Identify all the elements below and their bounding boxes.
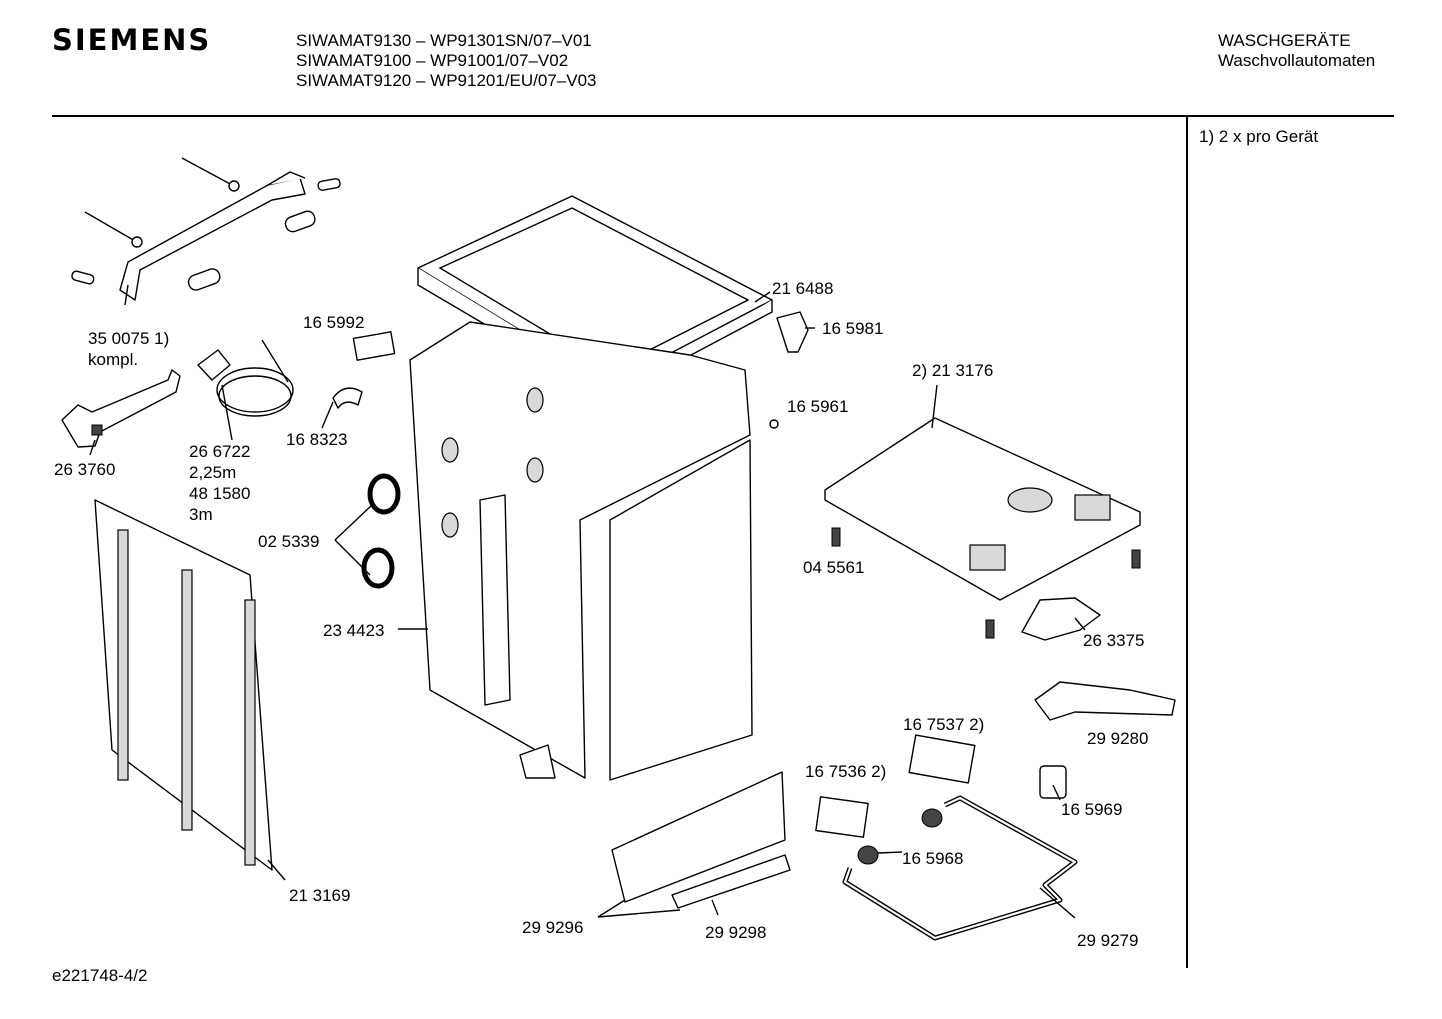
category-title: WASCHGERÄTE [1218, 31, 1351, 50]
transport-bracket-part [71, 157, 341, 301]
ring-seals-part [361, 473, 401, 589]
part-label-299296: 29 9296 [522, 917, 583, 938]
knob-part [857, 845, 879, 865]
part-note: 2,25m [189, 463, 237, 482]
part-number: 26 3375 [1083, 631, 1145, 650]
part-label-165968: 16 5968 [902, 848, 963, 869]
part-number: 21 6488 [772, 279, 834, 298]
leader-lines [89, 284, 1086, 919]
switch-part [815, 796, 869, 838]
part-label-165961: 16 5961 [787, 396, 848, 417]
part-number: 26 3760 [54, 460, 116, 479]
part-number: 23 4423 [323, 621, 385, 640]
part-label-299280: 29 9280 [1087, 728, 1148, 749]
drawing-id: e221748-4/2 [52, 966, 148, 985]
part-number: 16 5992 [303, 313, 365, 332]
part-number: 04 5561 [803, 558, 865, 577]
part-number: 16 5961 [787, 397, 849, 416]
part-number: 35 0075 1) [88, 329, 170, 348]
part-number: 2) 21 3176 [912, 361, 994, 380]
pump-holder-part [1021, 597, 1101, 641]
washer-part [769, 419, 779, 429]
part-label-167537: 16 7537 2) [903, 714, 984, 735]
part-label-167536: 16 7536 2) [805, 761, 886, 782]
model-list: SIWAMAT9130 – WP91301SN/07–V01 SIWAMAT91… [296, 31, 597, 91]
part-label-025339: 02 5339 [258, 531, 319, 552]
category-subtitle: Waschvollautomaten [1218, 51, 1376, 70]
clip-part [332, 387, 363, 409]
model-line: SIWAMAT9100 – WP91001/07–V02 [296, 51, 569, 70]
part-label-165981: 16 5981 [822, 318, 883, 339]
part-note: kompl. [88, 350, 139, 369]
model-line: SIWAMAT9120 – WP91201/EU/07–V03 [296, 71, 597, 90]
notes-divider [1186, 116, 1188, 968]
part-label-234423: 23 4423 [323, 620, 384, 641]
part-number: 26 6722 [189, 442, 251, 461]
brand-logo: SIEMENS [52, 23, 212, 57]
part-label-213176: 2) 21 3176 [912, 360, 993, 381]
knob-part [921, 808, 943, 828]
part-number: 16 5968 [902, 849, 964, 868]
cabinet-frame-part [409, 321, 753, 781]
sensor-part [1039, 765, 1067, 799]
part-number: 16 5981 [822, 319, 884, 338]
part-label-299279: 29 9279 [1077, 930, 1138, 951]
part-number: 16 5969 [1061, 800, 1123, 819]
switch-part [908, 734, 976, 784]
footnote: 1) 2 x pro Gerät [1199, 127, 1319, 146]
part-number: 21 3169 [289, 886, 351, 905]
part-number: 16 7537 2) [903, 715, 985, 734]
small-bracket-part [519, 744, 556, 779]
part-number: 16 8323 [286, 430, 348, 449]
control-panel-part [611, 771, 791, 909]
header-divider [52, 115, 1394, 117]
part-label-168323: 16 8323 [286, 429, 347, 450]
part-label-263760: 26 3760 [54, 459, 115, 480]
part-number: 29 9279 [1077, 931, 1139, 950]
part-label-216488: 21 6488 [772, 278, 833, 299]
part-label-263375: 26 3375 [1083, 630, 1144, 651]
part-number: 48 1580 [189, 484, 251, 503]
part-number: 29 9280 [1087, 729, 1149, 748]
spanner-part [61, 369, 181, 448]
side-panel-part [94, 499, 273, 871]
category-block: WASCHGERÄTE Waschvollautomaten [1218, 31, 1375, 71]
power-cable-part [197, 339, 294, 417]
base-plate-part [824, 417, 1141, 601]
part-number: 02 5339 [258, 532, 320, 551]
part-number: 29 9296 [522, 918, 584, 937]
model-line: SIWAMAT9130 – WP91301SN/07–V01 [296, 31, 592, 50]
part-label-266722: 26 6722 2,25m 48 1580 3m [189, 441, 250, 525]
part-label-213169: 21 3169 [289, 885, 350, 906]
part-label-350075: 35 0075 1) kompl. [88, 328, 169, 370]
screw-parts [831, 527, 1141, 639]
wire-bow-part [842, 795, 1078, 941]
foot-part [776, 311, 809, 353]
part-label-165969: 16 5969 [1061, 799, 1122, 820]
part-number: 16 7536 2) [805, 762, 887, 781]
seal-plate-part [352, 331, 396, 361]
part-label-045561: 04 5561 [803, 557, 864, 578]
hose-holder-part [1034, 681, 1176, 721]
part-number: 29 9298 [705, 923, 767, 942]
part-note: 3m [189, 505, 213, 524]
part-label-165992: 16 5992 [303, 312, 364, 333]
part-label-299298: 29 9298 [705, 922, 766, 943]
